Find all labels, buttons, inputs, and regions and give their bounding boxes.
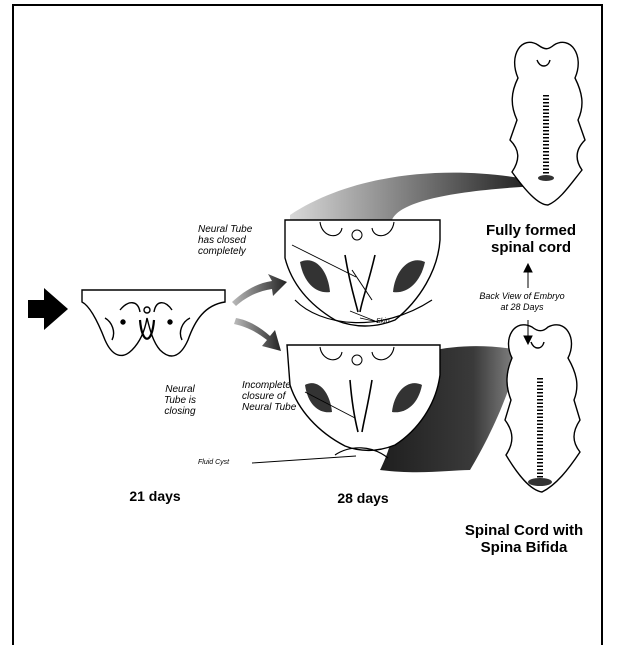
label-spina-bifida: Spinal Cord with Spina Bifida [444, 522, 604, 556]
label-21-days: 21 days [110, 488, 200, 504]
label-skin: Skin [376, 318, 390, 325]
embryo-upper [510, 42, 585, 205]
embryo-lower [505, 325, 580, 492]
label-back-view: Back View of Embryo at 28 Days [452, 291, 592, 313]
label-fully-formed: Fully formed spinal cord [456, 222, 606, 256]
label-fluid-cyst: Fluid Cyst [198, 459, 229, 466]
label-incomplete-closure: Incomplete closure of Neural Tube [242, 380, 322, 413]
label-28-days: 28 days [318, 490, 408, 506]
label-neural-tube-closed: Neural Tube has closed completely [198, 224, 278, 257]
entry-arrow-icon [28, 288, 68, 330]
cross-section-21-days [82, 290, 225, 356]
upper-transition-arrow-icon [232, 274, 287, 306]
label-neural-tube-closing: Neural Tube is closing [150, 384, 210, 417]
lower-transition-arrow-icon [234, 318, 281, 351]
